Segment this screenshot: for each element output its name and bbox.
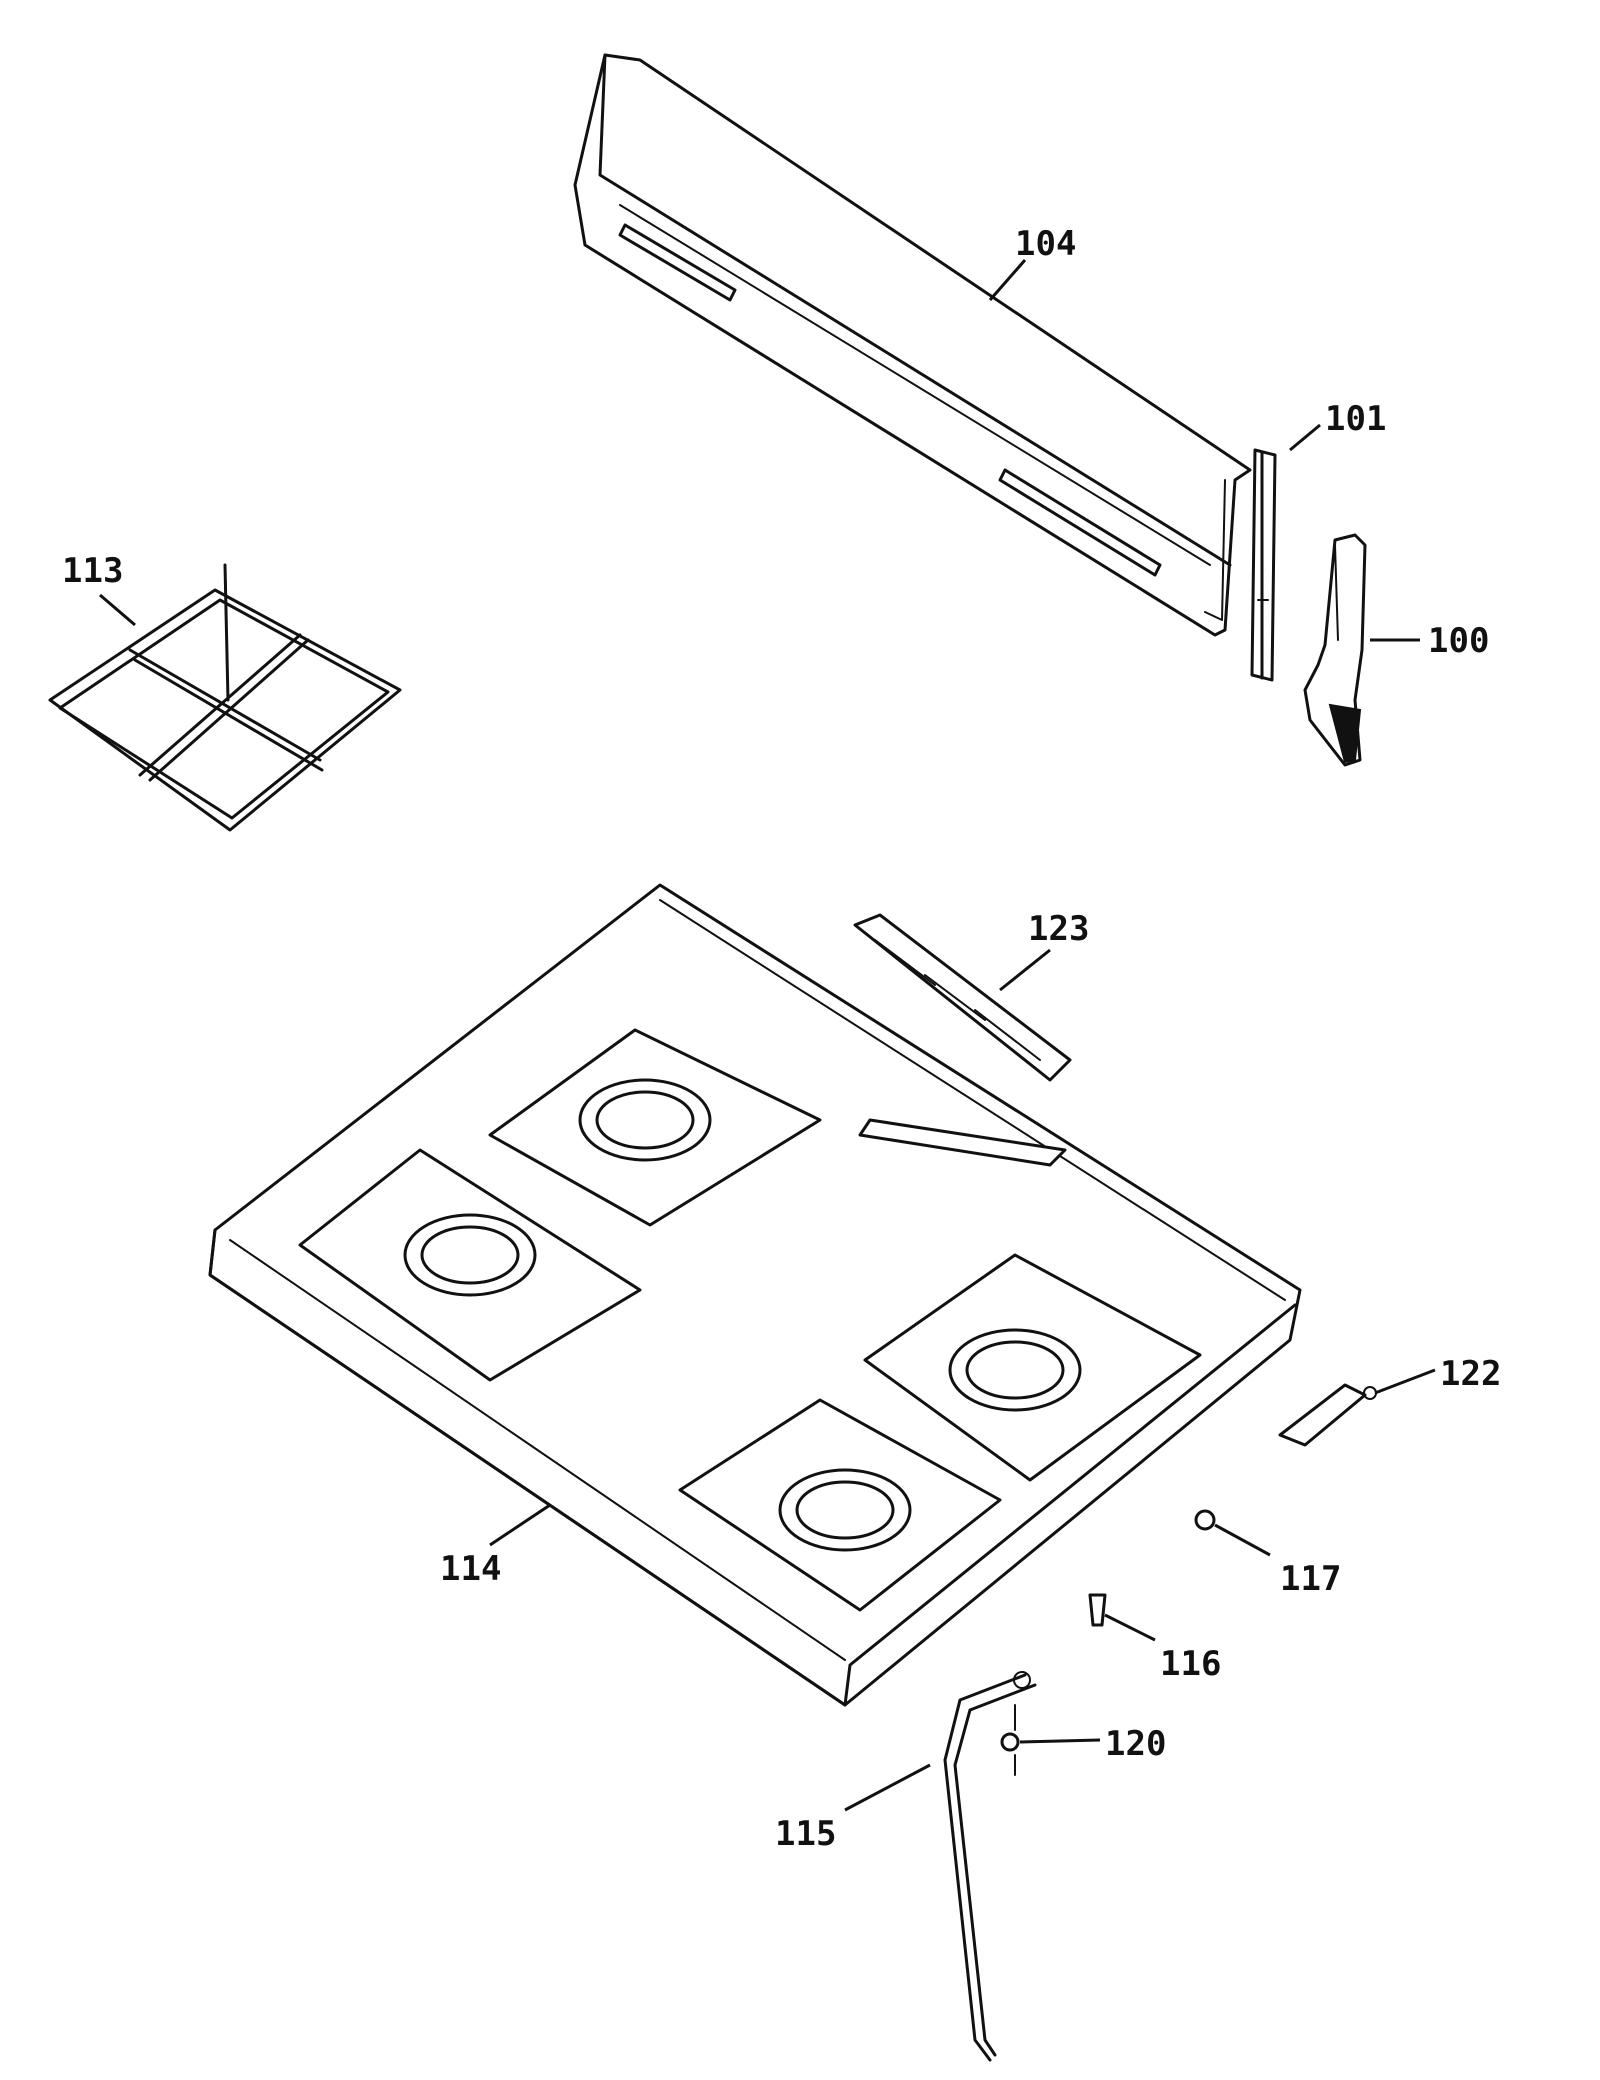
callout-120: 120 [1105,1724,1166,1764]
callout-104: 104 [1015,224,1076,264]
callout-113: 113 [62,551,123,591]
callout-122: 122 [1440,1354,1501,1394]
callout-115: 115 [775,1814,836,1854]
callout-117: 117 [1280,1559,1341,1599]
nut[interactable] [1194,1509,1216,1531]
end-cap[interactable] [1303,533,1367,767]
callout-114: 114 [440,1549,501,1589]
leader-lines [99,259,1436,1812]
mounting-clip[interactable] [1278,1383,1377,1447]
support-rod[interactable] [943,1671,1037,2062]
callout-101: 101 [1325,399,1386,439]
vent-grille[interactable] [853,913,1072,1082]
callout-100: 100 [1428,621,1489,661]
screw[interactable] [1088,1593,1107,1627]
callout-116: 116 [1160,1644,1221,1684]
callout-123: 123 [1028,909,1089,949]
rod-screw[interactable] [1000,1704,1020,1776]
end-bracket[interactable] [1250,448,1277,682]
burner-grate[interactable] [48,563,402,832]
backguard-panel[interactable] [573,53,1252,637]
cooktop[interactable] [208,883,1302,1707]
